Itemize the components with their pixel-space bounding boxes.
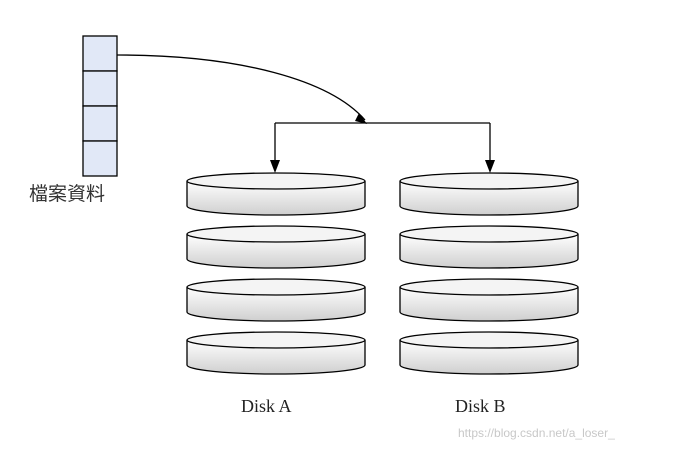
platter [186, 331, 366, 375]
file-blocks [82, 35, 118, 177]
platter [186, 278, 366, 322]
mirror-split [270, 122, 495, 173]
file-block-2 [82, 70, 118, 107]
disk-b-label: Disk B [455, 396, 506, 416]
platter [186, 225, 366, 269]
disk-a-platters [186, 172, 366, 375]
watermark-text: https://blog.csdn.net/a_loser_ [458, 426, 615, 440]
platter [399, 331, 579, 375]
file-block-1 [82, 35, 118, 72]
platter [399, 278, 579, 322]
write-arrow [116, 54, 366, 121]
write-arrow-head [355, 113, 367, 124]
file-data-label: 檔案資料 [29, 183, 106, 205]
file-block-3 [82, 105, 118, 142]
arrow-to-disk-a [270, 160, 280, 173]
platter [399, 225, 579, 269]
arrow-to-disk-b [485, 160, 495, 173]
disk-b-platters [399, 172, 579, 375]
platter [399, 172, 579, 216]
disk-a-label: Disk A [241, 396, 292, 416]
platter [186, 172, 366, 216]
file-block-4 [82, 140, 118, 177]
